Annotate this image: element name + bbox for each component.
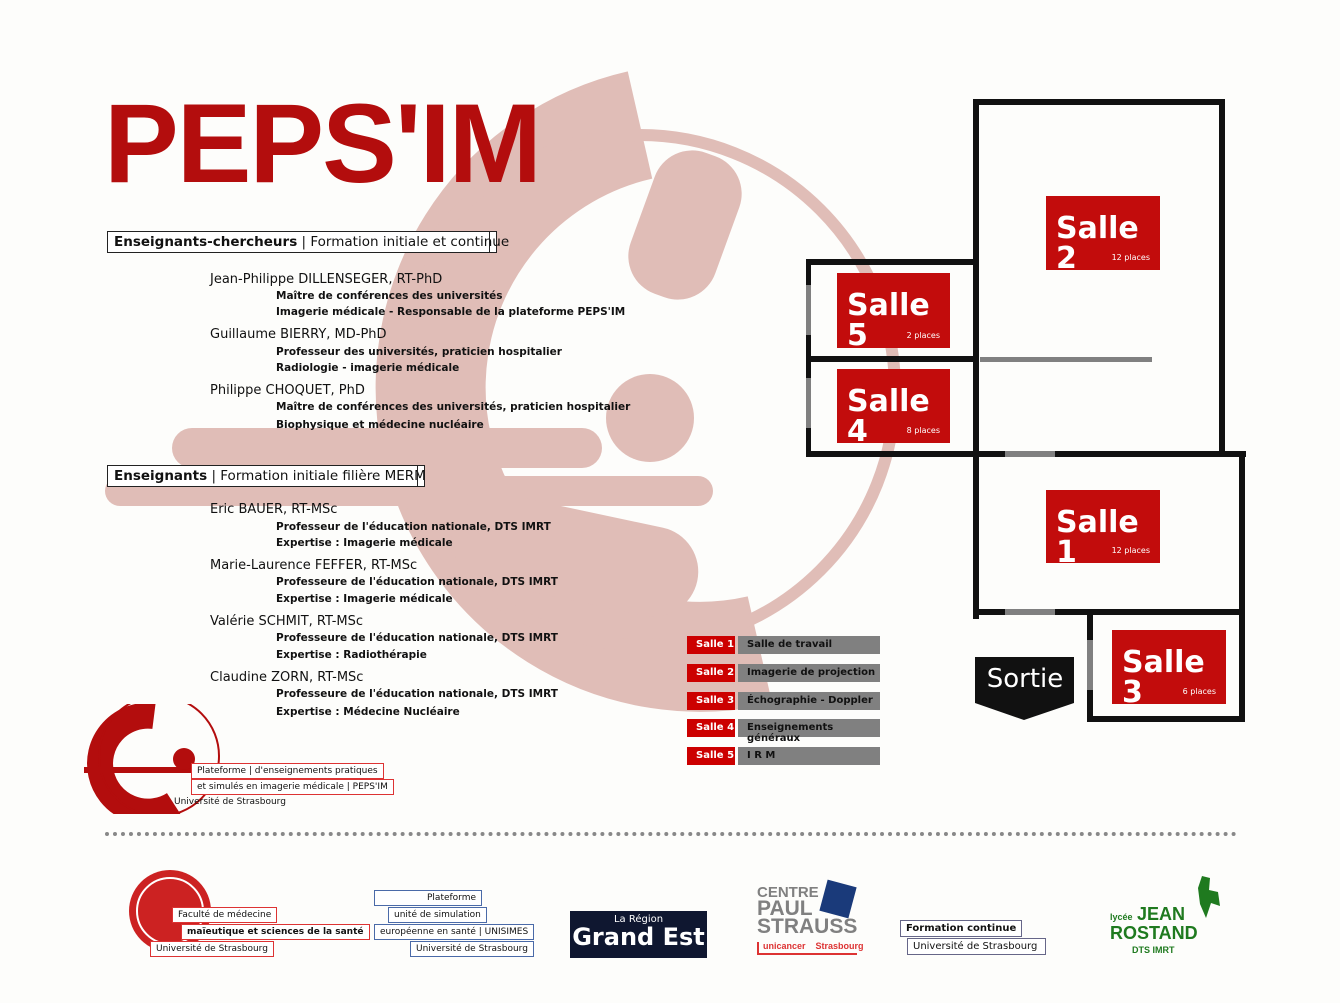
person-name: Jean-Philippe DILLENSEGER, RT-PhD [210, 272, 443, 287]
grand-est-logo: La Région Grand Est [570, 911, 707, 958]
person-detail: Expertise : Radiothérapie [276, 649, 427, 661]
person-role: Maître de conférences des universités, p… [276, 401, 631, 413]
person-name: Philippe CHOQUET, PhD [210, 383, 365, 398]
person-role: Professeure de l'éducation nationale, DT… [276, 688, 558, 700]
pepsim-logo-line2: et simulés en imagerie médicale | PEPS'I… [191, 779, 394, 795]
person-detail: Expertise : Imagerie médicale [276, 537, 453, 549]
person-name: Guillaume BIERRY, MD-PhD [210, 327, 387, 342]
unisimes-line2: unité de simulation [388, 907, 487, 923]
fc-line1: Formation continue [900, 920, 1023, 937]
pepsim-logo-icon [84, 704, 220, 814]
unisimes-line3: européenne en santé | UNISIMES [374, 924, 535, 940]
fac-line1: Faculté de médecine [172, 907, 278, 923]
fac-line2: maïeutique et sciences de la santé [181, 924, 370, 940]
section-header-teachers: Enseignants | Formation initiale filière… [107, 465, 426, 487]
unisimes-line1: Plateforme [374, 890, 483, 906]
person-name: Eric BAUER, RT-MSc [210, 502, 338, 517]
person-name: Marie-Laurence FEFFER, RT-MSc [210, 558, 418, 573]
person-detail: Imagerie médicale - Responsable de la pl… [276, 306, 626, 318]
divider [105, 832, 1237, 836]
person-name: Claudine ZORN, RT-MSc [210, 670, 364, 685]
person-role: Maître de conférences des universités [276, 290, 503, 302]
person-role: Professeure de l'éducation nationale, DT… [276, 576, 558, 588]
lycee-rostand-logo: lycée JEAN ROSTAND DTS IMRT [1110, 904, 1198, 955]
pepsim-logo-line1: Plateforme | d'enseignements pratiques [191, 763, 384, 779]
fac-line3: Université de Strasbourg [150, 941, 274, 957]
fc-line2: Université de Strasbourg [907, 938, 1046, 955]
person-role: Professeur de l'éducation nationale, DTS… [276, 521, 551, 533]
exit-sign [975, 657, 1074, 720]
person-role: Professeur des universités, praticien ho… [276, 346, 562, 358]
pepsim-logo-line3: Université de Strasbourg [174, 797, 286, 807]
person-name: Valérie SCHMIT, RT-MSc [210, 614, 364, 629]
unisimes-line4: Université de Strasbourg [410, 941, 534, 957]
page-title: PEPS'IM [104, 81, 542, 206]
person-detail: Expertise : Imagerie médicale [276, 593, 453, 605]
section-header-researchers: Enseignants-chercheurs | Formation initi… [107, 231, 509, 253]
exit-label: Sortie [986, 664, 1064, 694]
person-detail: Biophysique et médecine nucléaire [276, 419, 484, 431]
frog-icon [1198, 876, 1220, 918]
person-role: Professeure de l'éducation nationale, DT… [276, 632, 558, 644]
person-detail: Radiologie - imagerie médicale [276, 362, 460, 374]
centre-paul-strauss-logo: CENTRE PAUL STRAUSS unicancer Strasbourg [757, 885, 864, 956]
person-detail: Expertise : Médecine Nucléaire [276, 706, 460, 718]
